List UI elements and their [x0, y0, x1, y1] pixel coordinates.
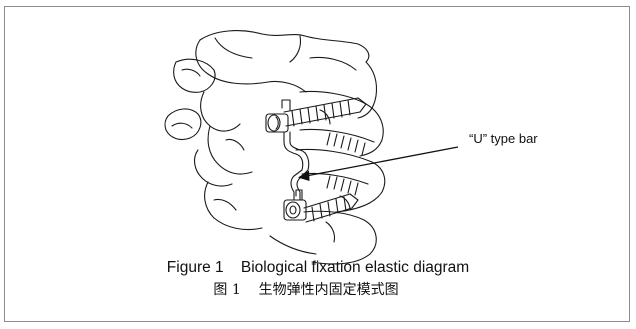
lower-pedicle-screw	[284, 190, 358, 222]
callout-arrow	[298, 147, 458, 181]
vertebral-bodies	[270, 92, 385, 264]
figure-caption-english: Figure 1 Biological fixation elastic dia…	[0, 259, 636, 277]
upper-pedicle-screw	[266, 98, 366, 132]
posterior-elements	[165, 92, 262, 230]
upper-vertebra	[174, 31, 377, 118]
u-type-bar-label: “U” type bar	[469, 131, 538, 146]
figure-caption-chinese: 图 1 生物弹性内固定模式图	[0, 279, 624, 299]
